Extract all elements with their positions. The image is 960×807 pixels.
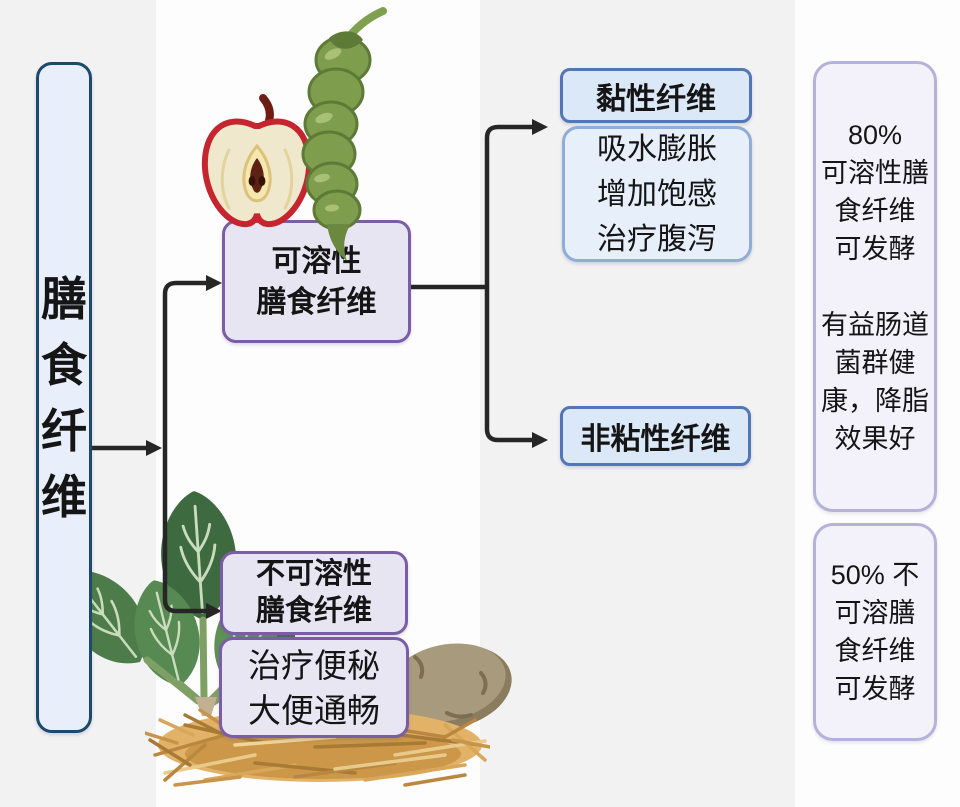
note-soluble-fermentation-text: 80% 可溶性膳 食纤维 可发酵 有益肠道 菌群健 康，降脂 效果好 — [821, 119, 929, 454]
soluble-fiber-node: 可溶性 膳食纤维 — [222, 220, 411, 343]
viscous-fiber-label: 黏性纤维 — [596, 82, 716, 116]
non-viscous-fiber-label: 非粘性纤维 — [580, 423, 731, 456]
soluble-fiber-label: 可溶性 膳食纤维 — [256, 244, 377, 319]
insoluble-effect-label: 治疗便秘 大便通畅 — [248, 646, 380, 729]
insoluble-effect-node: 治疗便秘 大便通畅 — [219, 637, 409, 738]
non-viscous-fiber-node: 非粘性纤维 — [560, 406, 751, 466]
insoluble-fiber-label: 不可溶性 膳食纤维 — [255, 558, 372, 627]
viscous-effect-node: 吸水膨胀 增加饱感 治疗腹泻 — [562, 126, 752, 262]
apple-half-icon — [201, 94, 313, 228]
potato-icon — [387, 643, 512, 730]
insoluble-fiber-node: 不可溶性 膳食纤维 — [220, 551, 408, 635]
viscous-fiber-node: 黏性纤维 — [560, 68, 752, 123]
apple-pea-illustration — [201, 7, 387, 261]
root-node-label: 膳 食 纤 维 — [41, 272, 87, 523]
note-soluble-fermentation: 80% 可溶性膳 食纤维 可发酵 有益肠道 菌群健 康，降脂 效果好 — [813, 61, 937, 512]
note-insoluble-fermentation-text: 50% 不 可溶膳 食纤维 可发酵 — [830, 560, 920, 704]
note-insoluble-fermentation: 50% 不 可溶膳 食纤维 可发酵 — [813, 523, 937, 741]
root-node-dietary-fiber: 膳 食 纤 维 — [36, 62, 92, 733]
pea-pod-icon — [301, 7, 387, 261]
viscous-effect-label: 吸水膨胀 增加饱感 治疗腹泻 — [597, 132, 717, 256]
